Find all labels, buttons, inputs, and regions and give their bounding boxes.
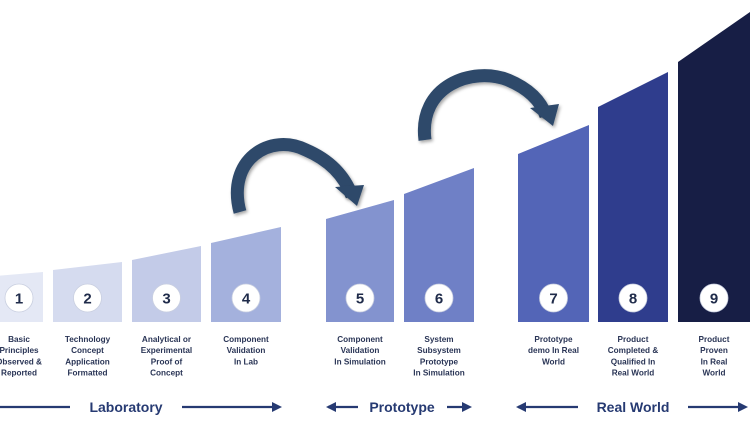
level-description-line: Proven [700,346,728,355]
level-bar [211,227,281,322]
curved-arrow-6-to-7 [417,69,559,141]
level-description-line: In Simulation [334,357,385,366]
level-description-line: Validation [341,346,380,355]
level-number-circle [231,283,261,313]
arrow-left-icon [516,402,526,412]
level-number: 5 [356,291,364,308]
level-description-line: In Lab [234,357,258,366]
level-description-line: Observed & [0,357,42,366]
level-description-line: Component [223,335,269,344]
phase-label: Prototype [369,399,435,415]
curved-arrow-4-to-5 [230,138,364,214]
level-description-line: Qualified In [611,357,656,366]
level-bar [326,200,394,322]
level-description-line: Prototype [420,357,459,366]
arrow-left-icon [326,402,336,412]
arrow-right-icon [272,402,282,412]
level-number: 8 [629,291,637,308]
phase-laboratory: Laboratory [0,399,282,415]
level-number: 7 [549,291,557,308]
level-description-line: Technology [65,335,111,344]
level-bar [518,125,589,322]
level-description-line: Analytical or [142,335,192,344]
level-description-line: Concept [150,369,183,378]
level-description-line: Basic [8,335,30,344]
phase-label: Real World [597,399,670,415]
level-description-line: Concept [71,346,104,355]
phase-label: Laboratory [89,399,162,415]
level-description-line: Completed & [608,346,659,355]
level-bar [678,12,750,322]
level-description-line: World [702,369,725,378]
level-number: 4 [242,291,251,308]
level-number-circle [618,283,648,313]
level-bar [598,72,668,322]
level-description-line: In Simulation [413,369,464,378]
level-number: 2 [83,291,91,308]
level-description-line: Formatted [67,369,107,378]
arrow-right-icon [738,402,748,412]
level-number-circle [4,283,34,313]
level-number-circle [73,283,102,313]
level-number: 6 [435,291,443,308]
level-description-line: System [424,335,453,344]
level-bar [404,168,474,322]
level-description-line: Reported [1,369,37,378]
level-description-line: In Real [701,357,728,366]
level-description-line: Proof of [151,357,183,366]
level-description-line: World [542,357,565,366]
level-number-circle [539,283,568,313]
phase-prototype: Prototype [326,399,472,415]
level-description-line: demo In Real [528,346,579,355]
level-description-line: Real World [612,369,655,378]
level-description-line: Subsystem [417,346,461,355]
level-description-line: Product [699,335,730,344]
phase-real-world: Real World [516,399,748,415]
level-number: 1 [15,291,23,308]
level-description-line: Application [65,357,110,366]
level-description-line: Validation [227,346,266,355]
level-description-line: Principles [0,346,39,355]
level-number-circle [152,283,181,313]
arrow-right-icon [462,402,472,412]
level-description-line: Product [618,335,649,344]
level-number: 3 [162,291,170,308]
level-description-line: Component [337,335,383,344]
level-number-circle [699,283,729,313]
level-description-line: Experimental [141,346,192,355]
level-description-line: Prototype [534,335,573,344]
level-number-circle [345,283,375,313]
level-number: 9 [710,291,718,308]
level-number-circle [424,283,454,313]
